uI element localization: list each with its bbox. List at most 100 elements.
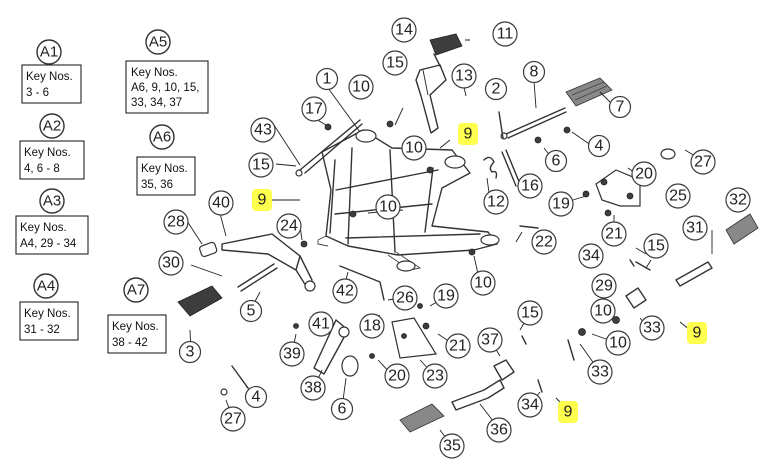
callout-circle [422,363,448,389]
callout-number: 20 [388,368,406,385]
assembly-a6-box [136,156,196,196]
callout-circle [484,77,508,101]
callout-10: 10 [605,330,631,356]
callout-number: 30 [162,255,180,272]
callout-number: 33 [643,320,661,337]
callout-number: 22 [535,234,553,251]
callout-circle [601,221,627,247]
callout-34: 34 [578,243,604,269]
callout-circle [605,330,631,356]
leader-lines [186,39,713,447]
callout-number: 31 [686,220,704,237]
callout-number: 15 [647,238,665,255]
callout-number: 9 [258,192,267,209]
bracket-part [595,169,641,207]
callout-2: 2 [484,77,508,101]
frame-part [317,129,500,272]
callout-20: 20 [631,161,657,187]
callout-number: 10 [474,275,492,292]
shift-lever-part [221,233,316,292]
assembly-a7-line2: 38 - 42 [112,337,148,349]
callout-number: 10 [405,140,423,157]
assembly-a5-box [125,60,209,114]
callout-circle [522,60,546,84]
callout-number: 13 [455,68,473,85]
assembly-a2-circle [39,113,65,139]
callout-circle [517,173,543,199]
callout-circle [392,285,418,311]
assembly-a2-label: A2 [43,118,61,135]
assembly-a3-box [15,215,89,255]
callout-number: 11 [497,26,514,43]
assembly-a1-line2: 3 - 6 [26,87,49,99]
callout-30: 30 [158,250,184,276]
callout-circle [517,392,543,418]
rod-part [299,119,363,174]
callout-9-highlighted: 9 [252,189,272,211]
callout-number: 10 [609,335,627,352]
callout-number: 34 [582,248,600,265]
callout-27: 27 [220,406,246,432]
callout-number: 4 [595,138,604,155]
callout-circle [477,327,503,353]
callout-number: 14 [395,22,413,39]
callout-39: 39 [279,341,305,367]
assembly-key-a2: A2 Key Nos. 4, 6 - 8 [19,113,85,180]
assembly-key-a7: A7 Key Nos. 38 - 42 [107,277,167,354]
callout-41: 41 [308,311,334,337]
callout-circle [486,417,512,443]
assembly-a7-label: A7 [127,282,145,299]
callout-8: 8 [522,60,546,84]
callout-19: 19 [433,283,459,309]
footpeg-3-part [177,285,223,317]
callout-36: 36 [486,417,512,443]
callout-15: 15 [248,152,274,178]
callout-number: 27 [694,154,712,171]
callout-number: 9 [693,325,702,342]
callout-circle [315,67,339,91]
callout-9-highlighted: 9 [458,123,478,145]
callout-number: 36 [490,422,508,439]
callout-15: 15 [382,50,408,76]
assembly-a2-line1: Key Nos. [24,147,71,159]
callout-number: 33 [591,364,609,381]
callout-number: 40 [212,195,230,212]
callout-circle [250,117,276,143]
callout-33: 33 [587,359,613,385]
assembly-a3-line2: A4, 29 - 34 [20,238,77,250]
callout-circle [279,341,305,367]
assembly-a5-line1: Key Nos. [131,67,178,79]
callout-15: 15 [643,233,669,259]
callout-14: 14 [391,17,417,43]
callout-number: 21 [449,338,467,355]
callout-circle [239,299,263,323]
callout-number: 12 [487,194,505,211]
callout-10: 10 [590,298,616,324]
callout-circle [163,209,189,235]
assembly-a1-label: A1 [40,44,58,61]
callout-38: 38 [300,375,326,401]
callout-highlight [687,322,707,344]
callout-number: 6 [338,401,347,418]
assembly-a4-line2: 31 - 32 [24,324,60,336]
callout-43: 43 [250,117,276,143]
assembly-a1-circle [36,39,62,65]
callout-number: 15 [252,157,270,174]
callout-21: 21 [601,221,627,247]
callout-circle [548,191,574,217]
callout-highlight [558,401,578,423]
callout-26: 26 [392,285,418,311]
callout-circle [544,149,568,173]
callout-circle [483,189,509,215]
callout-circle [391,17,417,43]
callout-number: 9 [564,404,573,421]
callout-number: 7 [616,99,625,116]
assembly-a5-label: A5 [149,34,167,51]
assembly-a5-circle [145,29,171,55]
callout-number: 10 [352,79,370,96]
callout-number: 9 [464,126,473,143]
callout-number: 43 [254,122,272,139]
